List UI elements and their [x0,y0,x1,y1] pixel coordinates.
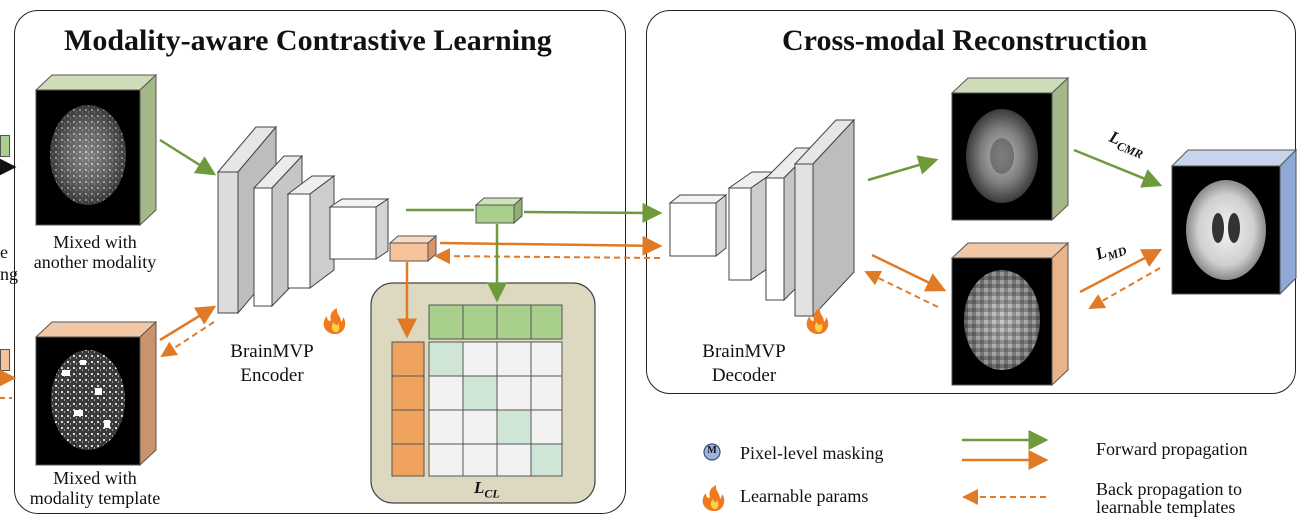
contrastive-title: Modality-aware Contrastive Learning [64,24,552,57]
legend-masking-symbol: M [707,445,717,456]
decoder-label-1: BrainMVP [702,341,786,362]
orange-feature-cube [388,234,438,263]
top-image-caption-1: Mixed with [53,232,137,252]
encoder-label-2: Encoder [240,365,304,386]
reconstructed-brain-top [950,76,1070,222]
brain-image-bottom [34,320,158,467]
legend-masking: Pixel-level masking [740,443,884,463]
legend-graphics [702,430,1049,511]
legend-back-2: learnable templates [1096,497,1236,517]
green-feature-cube [474,196,524,225]
reconstructed-brain-bottom [950,241,1070,387]
decoder-label-2: Decoder [711,365,777,386]
matrix-left-col [391,341,425,477]
bottom-image-caption-2: modality template [29,488,161,508]
target-brain [1170,148,1298,296]
decoder-blocks [668,118,856,318]
similarity-matrix [428,341,563,477]
legend-forward: Forward propagation [1096,439,1248,459]
bottom-image-caption-1: Mixed with [53,468,137,488]
flame-icon-encoder [323,308,346,334]
loss-cl: LCL [474,478,500,501]
encoder-blocks [216,125,390,315]
left-green-block [0,135,10,157]
flame-icon-legend [702,485,725,511]
top-image-caption-2: another modality [33,252,157,272]
encoder-label-1: BrainMVP [230,341,314,362]
flame-icon-decoder [806,308,829,334]
matrix-top-row [428,304,563,340]
legend-learnable: Learnable params [740,486,869,506]
left-fragment-mid: ng [0,264,18,284]
legend-back-1: Back propagation to [1096,479,1242,499]
reconstruction-title: Cross-modal Reconstruction [782,24,1148,57]
left-fragment-top: e [0,242,8,262]
brain-image-top [34,73,158,227]
